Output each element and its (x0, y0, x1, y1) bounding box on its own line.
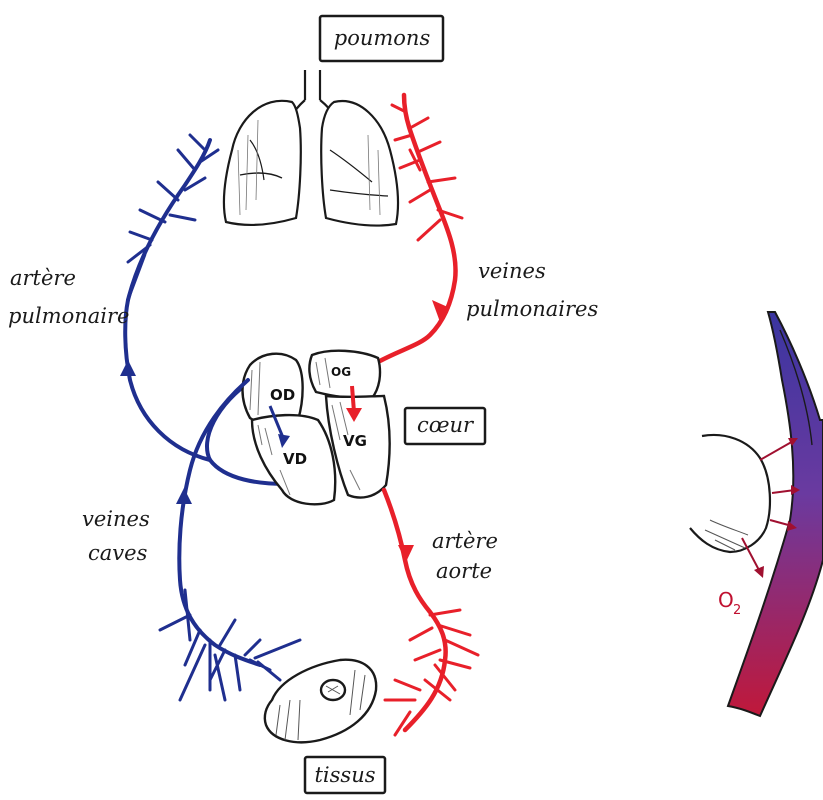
heart-label-box: cœur (405, 408, 485, 444)
pulmonary-veins-label-line1: veines (478, 259, 546, 283)
label-od: OD (270, 386, 295, 404)
oxygen-label: O (718, 588, 734, 612)
aorta (384, 490, 478, 735)
venae-cavae-label-line2: caves (88, 541, 148, 565)
tissue-label-box: tissus (305, 757, 385, 793)
pulmonary-artery-label-line2: pulmonaire (8, 304, 129, 328)
pulmonary-artery-arrow (120, 360, 136, 376)
label-vg: VG (343, 432, 367, 450)
capillary-exchange-inset: O 2 (690, 312, 823, 716)
pulmonary-artery-label-line1: artère (10, 266, 76, 290)
pulmonary-veins (378, 95, 462, 362)
aorta-label-line1: artère (432, 529, 498, 553)
tissue-icon (265, 660, 376, 743)
venae-cavae-arrow (176, 488, 192, 504)
lungs-label: poumons (334, 26, 431, 50)
label-og: OG (331, 365, 351, 379)
pulmonary-veins-label-line2: pulmonaires (466, 297, 598, 321)
oxygen-subscript: 2 (733, 603, 741, 618)
aorta-arrow (398, 545, 414, 562)
alveolus-cell (690, 435, 770, 552)
heart-label: cœur (417, 413, 475, 437)
capillary-vessel (728, 312, 823, 716)
label-vd: VD (283, 450, 307, 468)
lungs-icon (224, 70, 398, 226)
venae-cavae-label-line1: veines (82, 507, 150, 531)
aorta-label-line2: aorte (436, 559, 492, 583)
lungs-label-box: poumons (320, 16, 443, 61)
tissue-label: tissus (314, 763, 375, 787)
